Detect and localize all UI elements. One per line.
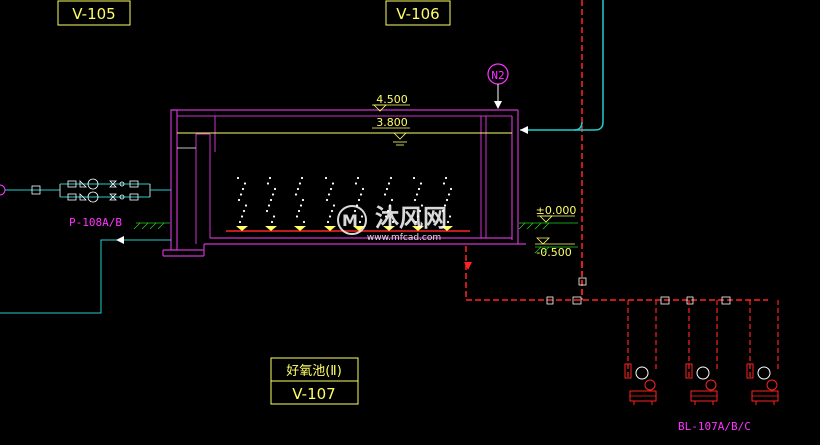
diffuser bbox=[324, 176, 336, 231]
tag-v105-label: V-105 bbox=[72, 5, 115, 23]
tank-name-label: 好氧池(Ⅱ) bbox=[286, 364, 342, 379]
diffuser bbox=[441, 176, 453, 231]
blower-unit[interactable] bbox=[746, 300, 779, 405]
watermark-url: www.mfcad.com bbox=[367, 233, 441, 243]
diffuser bbox=[353, 176, 365, 231]
diffuser bbox=[383, 176, 395, 231]
tag-box-v105[interactable]: V-105 bbox=[57, 0, 131, 26]
ground-hatch-right bbox=[518, 222, 578, 254]
blower-unit[interactable] bbox=[685, 300, 718, 405]
return-line bbox=[0, 236, 171, 314]
level-water-label: 3.800 bbox=[376, 116, 408, 129]
diffuser-array bbox=[236, 176, 453, 231]
inlet-arrow-icon bbox=[520, 126, 528, 134]
air-valves bbox=[546, 277, 731, 305]
level-mark-ground: ±0.000 bbox=[536, 204, 577, 223]
ground-hatch-left bbox=[133, 222, 170, 230]
n2-label: N2 bbox=[491, 69, 504, 82]
level-mark-bottom: -0.500 bbox=[535, 237, 575, 259]
diffuser bbox=[265, 176, 277, 231]
air-down-arrow-icon bbox=[464, 262, 472, 270]
level-ground-label: ±0.000 bbox=[536, 204, 577, 217]
air-distribution bbox=[465, 246, 768, 301]
diffuser bbox=[294, 176, 306, 231]
level-top-label: 4.500 bbox=[376, 93, 408, 106]
tag-box-v106[interactable]: V-106 bbox=[385, 0, 451, 26]
blowers-label: BL-107A/B/C bbox=[678, 420, 751, 433]
tag-v107-label: V-107 bbox=[292, 385, 335, 403]
down-arrow-icon bbox=[494, 101, 502, 109]
tag-v106-label: V-106 bbox=[396, 5, 439, 23]
return-arrow-icon bbox=[116, 236, 124, 244]
level-mark-top: 4.500 bbox=[372, 93, 410, 112]
watermark-name: 沐风网 bbox=[375, 204, 447, 232]
level-bottom-label: -0.500 bbox=[536, 246, 571, 259]
diffuser bbox=[412, 176, 424, 231]
level-mark-water: 3.800 bbox=[372, 116, 410, 146]
watermark: M 沐风网 www.mfcad.com bbox=[337, 204, 447, 243]
n2-instrument[interactable]: N2 bbox=[487, 63, 509, 109]
aeration-tank[interactable] bbox=[162, 109, 526, 257]
pump-p108-label: P-108A/B bbox=[69, 216, 122, 229]
pump-train-p108[interactable]: P-108A/B bbox=[0, 178, 171, 229]
diffuser bbox=[236, 176, 248, 231]
blower-units[interactable] bbox=[624, 300, 779, 405]
tag-box-v107[interactable]: 好氧池(Ⅱ) V-107 bbox=[270, 357, 359, 405]
blower-unit[interactable] bbox=[624, 300, 657, 405]
watermark-logo-icon: M bbox=[342, 211, 358, 230]
